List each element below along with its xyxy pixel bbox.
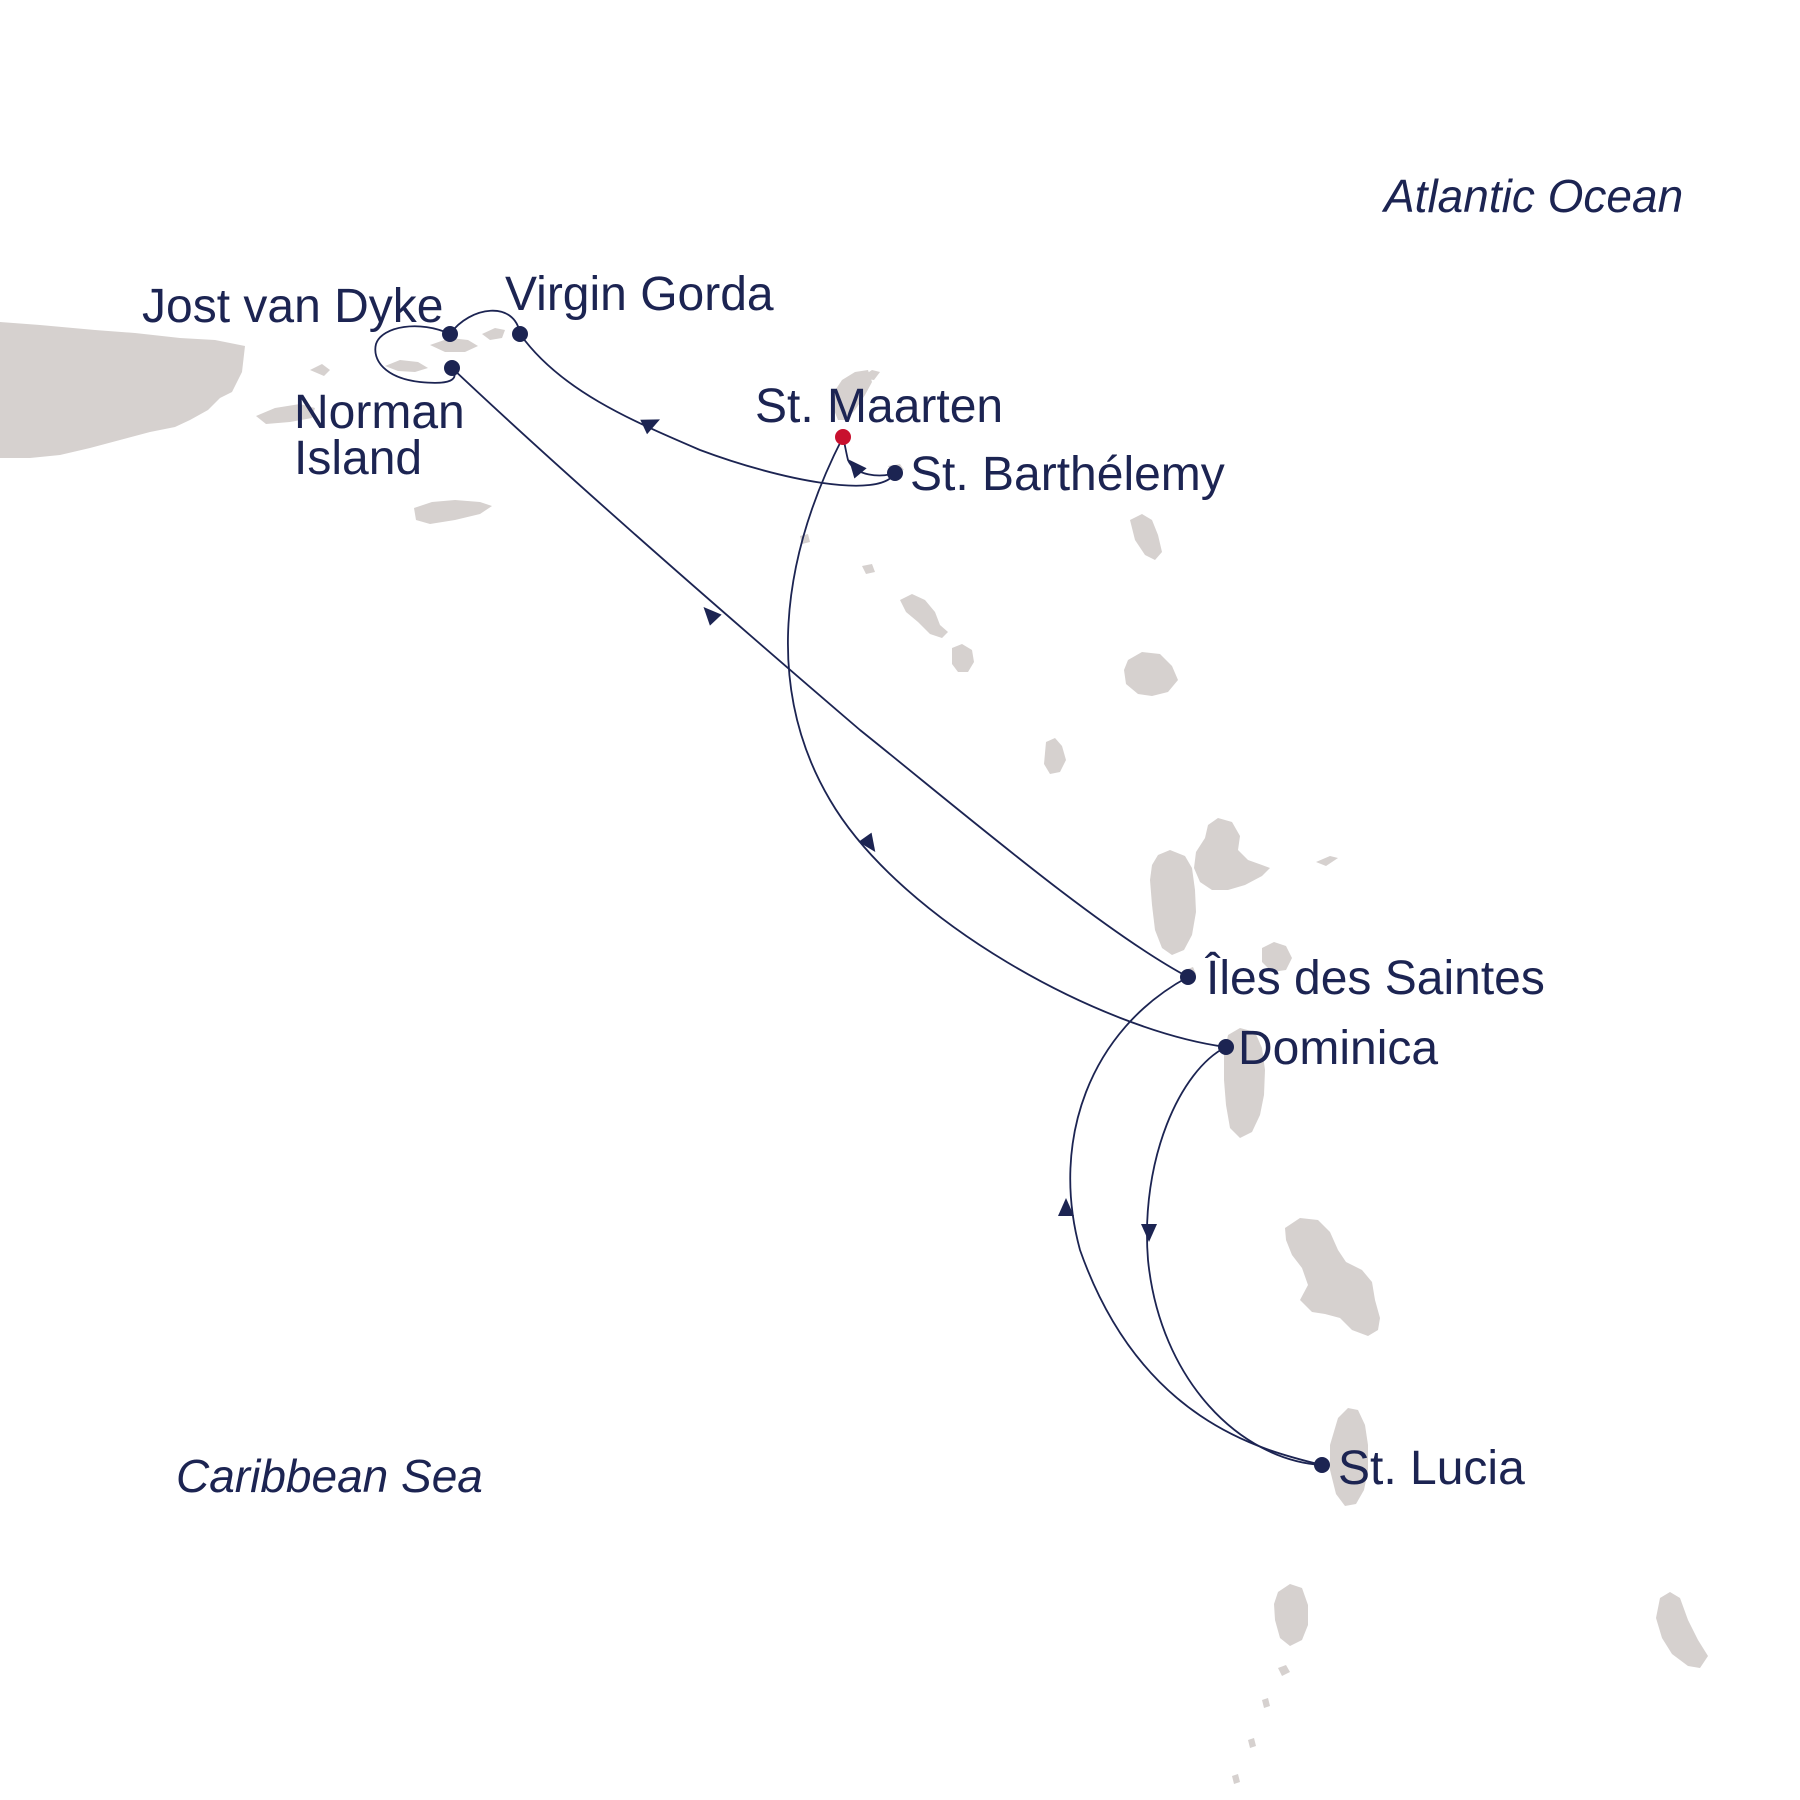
anguilla-island xyxy=(860,370,880,380)
label-caribbean-sea: Caribbean Sea xyxy=(176,1450,483,1502)
tortola-island xyxy=(430,338,478,352)
route-iles-des-saintes-to-norman-island xyxy=(451,367,1189,978)
port-marker-dominica xyxy=(1218,1039,1234,1055)
label-jost-van-dyke: Jost van Dyke xyxy=(142,280,443,333)
label-st-lucia: St. Lucia xyxy=(1338,1442,1525,1495)
direction-arrow xyxy=(848,459,867,479)
label-virgin-gorda: Virgin Gorda xyxy=(505,268,774,321)
st-kitts-island xyxy=(900,594,948,638)
antigua-island xyxy=(1124,652,1178,696)
port-marker-iles-des-saintes xyxy=(1180,969,1196,985)
grenadines-island-2 xyxy=(1248,1738,1256,1748)
label-st-maarten: St. Maarten xyxy=(755,380,1003,433)
st-croix-island xyxy=(414,500,492,524)
route-norman-island-loop-to-jost-van-dyke xyxy=(374,325,456,384)
label-norman-island-line2: Island xyxy=(294,432,422,485)
port-markers xyxy=(442,326,1330,1473)
label-st-barthelemy: St. Barthélemy xyxy=(910,448,1225,501)
direction-arrow xyxy=(1058,1198,1074,1216)
label-atlantic-ocean: Atlantic Ocean xyxy=(1381,170,1683,222)
puerto-rico xyxy=(0,322,245,458)
nevis-island xyxy=(952,644,974,672)
st-eustatius-island xyxy=(862,564,875,574)
port-marker-norman-island xyxy=(444,360,460,376)
virgin-gorda-island xyxy=(482,328,505,340)
route-st-barthelemy-to-st-maarten xyxy=(842,436,896,477)
guadeloupe-grande-terre xyxy=(1194,818,1270,890)
dominica-island xyxy=(1224,1028,1265,1138)
st-vincent-island xyxy=(1274,1584,1308,1646)
route-jost-van-dyke-to-virgin-gorda xyxy=(449,309,521,335)
st-maarten-island xyxy=(832,370,872,420)
grenadines-island-1 xyxy=(1262,1698,1270,1708)
land-masses xyxy=(0,322,1708,1784)
port-marker-st-barthelemy xyxy=(887,465,903,481)
label-iles-des-saintes: Îles des Saintes xyxy=(1204,952,1545,1005)
port-marker-jost-van-dyke xyxy=(442,326,458,342)
route-st-lucia-to-iles-des-saintes xyxy=(1069,976,1323,1466)
grenadines-island-3 xyxy=(1232,1774,1240,1784)
port-marker-st-lucia xyxy=(1314,1457,1330,1473)
route-lines xyxy=(374,309,1323,1466)
la-desirade-island xyxy=(1316,856,1338,866)
route-virgin-gorda-to-st-barthelemy xyxy=(519,333,896,487)
port-marker-virgin-gorda xyxy=(512,326,528,342)
bequia-island xyxy=(1278,1665,1290,1676)
port-marker-st-maarten-start xyxy=(835,429,851,445)
direction-arrow xyxy=(640,419,660,435)
vieques-island xyxy=(256,404,315,424)
st-thomas-island xyxy=(385,360,428,372)
direction-arrow xyxy=(858,832,876,853)
water-labels: Atlantic Ocean Caribbean Sea xyxy=(176,170,1683,1502)
barbados-island xyxy=(1656,1592,1708,1668)
montserrat-island xyxy=(1044,738,1066,774)
label-dominica: Dominica xyxy=(1238,1022,1438,1075)
route-st-maarten-to-dominica xyxy=(787,436,1227,1048)
marie-galante-island xyxy=(1262,942,1292,972)
direction-arrows xyxy=(640,419,1157,1242)
port-labels: Jost van Dyke Virgin Gorda Norman Island… xyxy=(142,268,1545,1495)
culebra-island xyxy=(310,364,330,376)
direction-arrow xyxy=(1141,1224,1157,1242)
barbuda-island xyxy=(1130,514,1162,560)
guadeloupe-basse-terre xyxy=(1150,850,1196,955)
st-lucia-island xyxy=(1330,1408,1368,1506)
direction-arrow xyxy=(703,606,722,626)
martinique-island xyxy=(1285,1218,1380,1336)
label-norman-island-line1: Norman xyxy=(294,386,465,439)
route-dominica-to-st-lucia xyxy=(1146,1046,1323,1466)
